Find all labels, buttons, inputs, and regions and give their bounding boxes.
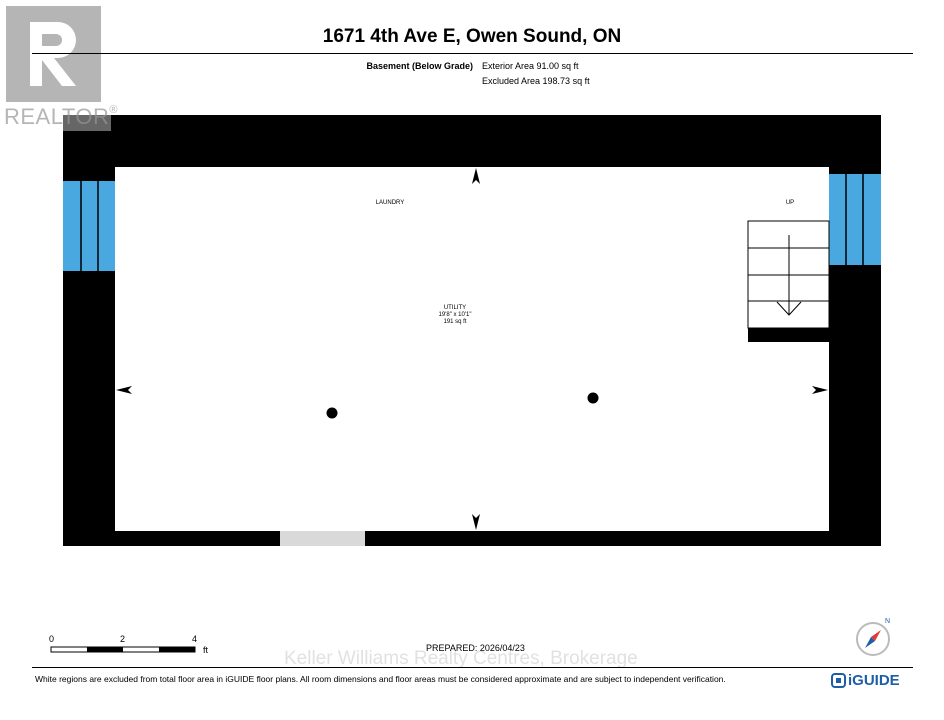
staircase xyxy=(747,220,830,342)
page-title: 1671 4th Ave E, Owen Sound, ON xyxy=(322,26,622,47)
left-window xyxy=(63,181,115,271)
iguide-logo-icon xyxy=(831,673,846,688)
iguide-brand-text: iGUIDE xyxy=(848,672,900,689)
room-label-utility: UTILITY 19'8" x 10'1" 191 sq ft xyxy=(410,305,500,326)
footer-divider xyxy=(32,667,913,668)
disclaimer: White regions are excluded from total fl… xyxy=(35,674,726,684)
registered-mark: ® xyxy=(109,104,118,116)
utility-room-floor xyxy=(115,167,829,531)
arrow-up-icon xyxy=(472,168,480,184)
excluded-area: Excluded Area 198.73 sq ft xyxy=(482,76,590,86)
post-marker xyxy=(587,392,599,404)
prepared-date: PREPARED: 2026/04/23 xyxy=(426,643,525,653)
utility-area: 191 sq ft xyxy=(443,319,467,325)
scale-label-zero: 0 xyxy=(49,634,55,644)
right-window xyxy=(829,174,881,265)
scale-label-four: 4 xyxy=(192,634,198,644)
scale-unit: ft xyxy=(203,645,209,655)
scale-bar xyxy=(50,646,196,653)
arrow-down-icon xyxy=(472,514,480,530)
post-marker xyxy=(326,407,338,419)
level-name: Basement (Below Grade) xyxy=(366,61,473,71)
realtor-wordmark: REALTOR® xyxy=(4,104,118,129)
utility-name: UTILITY xyxy=(443,305,467,311)
scale-label-two: 2 xyxy=(120,634,126,644)
exterior-area: Exterior Area 91.00 sq ft xyxy=(482,61,579,71)
arrow-left-icon xyxy=(116,386,132,394)
door-opening xyxy=(280,531,365,546)
room-label-laundry: LAUNDRY xyxy=(375,200,405,206)
room-label-stairs: UP xyxy=(785,200,795,206)
compass-icon xyxy=(856,622,890,656)
compass-north-label: N xyxy=(885,618,891,625)
brokerage-watermark: Keller Williams Realty Centres, Brokerag… xyxy=(284,648,638,669)
arrow-right-icon xyxy=(812,386,828,394)
realtor-logo xyxy=(0,6,111,131)
utility-dimensions: 19'8" x 10'1" xyxy=(438,312,472,318)
header-divider xyxy=(32,53,913,54)
